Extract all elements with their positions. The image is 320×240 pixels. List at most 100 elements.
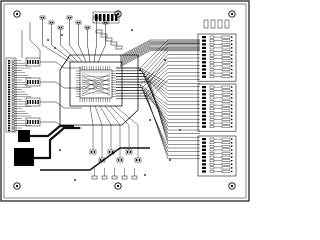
right-connector-resistor — [221, 75, 231, 78]
left-cluster-pad — [32, 100, 34, 104]
right-connector-pad — [209, 89, 215, 92]
top-component-pad — [86, 27, 88, 29]
bottom-row-component — [131, 175, 138, 180]
left-cluster-pad — [29, 100, 31, 104]
top-component-trace — [60, 29, 79, 63]
left-header-pin — [8, 120, 11, 122]
mounting-hole-center — [15, 184, 19, 188]
bottom-component-trace — [94, 105, 103, 158]
right-connector-resistor — [221, 125, 231, 128]
top-component — [84, 25, 91, 30]
bottom-component-pad — [138, 159, 140, 161]
top-connector-pad — [99, 14, 102, 21]
right-connector-via — [231, 167, 233, 169]
right-connector-via — [231, 145, 233, 147]
upper-bus-trace — [119, 48, 200, 65]
right-connector-pad — [202, 118, 206, 121]
left-cluster-pad — [37, 60, 39, 64]
upper-bus-trace — [119, 44, 200, 61]
traces-layer — [13, 19, 223, 177]
top-right-component — [224, 19, 230, 29]
bottom-component-pad — [129, 151, 131, 153]
right-connector-pad — [202, 61, 206, 64]
top-passive — [95, 29, 103, 34]
left-header-pin — [11, 74, 15, 77]
right-connector-resistor — [221, 107, 231, 110]
left-header-pin — [8, 96, 11, 98]
left-header-pin — [8, 64, 11, 67]
right-connector-pad — [209, 50, 215, 53]
left-header-pin — [11, 59, 15, 62]
left-header-pin — [8, 115, 11, 117]
right-connector-via — [231, 160, 233, 162]
right-connector-pad — [202, 163, 206, 166]
right-connector-pad — [209, 114, 215, 118]
right-connector-pad — [202, 39, 206, 42]
right-connector-pad — [202, 89, 206, 92]
right-connector-via — [231, 58, 233, 60]
mounting-hole — [13, 182, 21, 190]
via — [131, 29, 133, 31]
right-bus-trace — [116, 81, 200, 145]
left-header-pin — [8, 62, 11, 64]
left-header-pin — [8, 103, 11, 105]
left-cluster-pad — [32, 120, 34, 124]
right-connector-via — [231, 111, 233, 113]
top-connector-pad — [115, 14, 118, 21]
right-connector-pad — [209, 53, 215, 57]
left-header-pin — [11, 98, 15, 101]
right-connector-via — [231, 76, 233, 78]
left-header-pin — [11, 76, 15, 79]
upper-bus-trace — [119, 45, 200, 63]
right-connector-via — [231, 90, 233, 92]
mounting-hole — [13, 10, 21, 18]
left-cluster-pad — [29, 60, 31, 64]
left-header-pin — [8, 112, 11, 115]
bottom-component-pad — [93, 151, 95, 153]
left-header-pin — [11, 66, 15, 69]
top-connector-pad — [111, 14, 114, 21]
right-connector-pad — [209, 64, 215, 68]
left-header-pin — [8, 100, 11, 103]
top-right-component — [217, 19, 223, 29]
right-connector-via — [231, 104, 233, 106]
left-header-pin — [8, 60, 11, 62]
right-connector-pad — [202, 50, 206, 53]
power-trace — [30, 124, 74, 138]
left-header-pin — [11, 81, 15, 84]
right-connector-pad — [209, 71, 215, 75]
left-header-pin — [8, 91, 11, 93]
left-cluster-component — [25, 97, 41, 107]
mounting-hole-center — [230, 12, 234, 16]
right-connector-resistor — [221, 64, 231, 68]
left-header-pin — [11, 114, 15, 117]
right-connector-pad — [209, 107, 215, 110]
right-connector-pad — [202, 43, 206, 46]
right-connector-pad — [202, 114, 206, 117]
right-connector-resistor — [221, 50, 231, 53]
right-connector-pad — [209, 96, 215, 100]
right-connector-pad — [202, 156, 206, 159]
left-header-pin — [11, 126, 15, 129]
left-header-pin — [8, 72, 11, 74]
right-connector-resistor — [221, 166, 231, 170]
left-header-pin — [11, 110, 15, 113]
bottom-component — [134, 157, 142, 163]
right-connector-resistor — [221, 114, 231, 118]
right-connector-pad — [202, 57, 206, 60]
right-connector-via — [231, 108, 233, 110]
right-connector-via — [231, 163, 233, 165]
right-connector-resistor — [221, 170, 231, 173]
right-connector-via — [231, 142, 233, 144]
left-cluster-pad — [27, 60, 29, 64]
mounting-hole — [228, 182, 236, 190]
top-component-pad — [51, 22, 53, 24]
right-connector-pad — [209, 39, 215, 42]
left-header-pin — [8, 127, 11, 129]
right-connector-pad — [202, 107, 206, 110]
bottom-component-trace — [114, 105, 139, 158]
top-component-pad — [60, 27, 62, 29]
top-component — [75, 20, 82, 25]
left-header-pin — [11, 90, 15, 93]
bottom-row-component — [111, 175, 118, 180]
